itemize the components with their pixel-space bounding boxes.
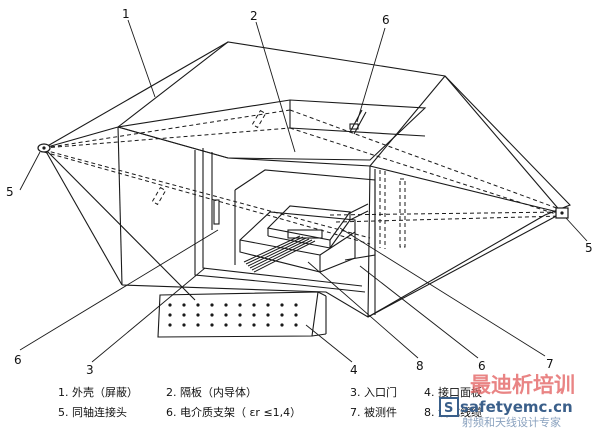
outer-shell bbox=[43, 41, 571, 318]
callout-5-right: 5 bbox=[585, 241, 593, 255]
hidden-lines bbox=[43, 109, 563, 249]
test-cables bbox=[243, 235, 316, 273]
inner-floor bbox=[234, 169, 376, 265]
callout-1: 1 bbox=[122, 7, 130, 21]
legend-item-1: 1. 外壳（屏蔽） bbox=[58, 385, 138, 399]
watermark-logo-icon bbox=[439, 397, 459, 417]
legend-item-4: 4. 接口面板 bbox=[424, 385, 482, 399]
callout-labels: 1 2 6 5 5 6 3 4 8 6 7 bbox=[6, 7, 593, 377]
watermark-url: safetyemc.cn bbox=[460, 398, 573, 416]
callout-6-bottom-left: 6 bbox=[14, 353, 22, 367]
legend-item-3: 3. 入口门 bbox=[350, 385, 397, 399]
dielectric-support bbox=[239, 211, 356, 273]
legend-item-6: 6. 电介质支架（ εr ≤1,4） bbox=[166, 406, 301, 419]
callout-2: 2 bbox=[250, 9, 258, 23]
callout-4: 4 bbox=[350, 363, 358, 377]
watermark-logo-letter-icon: S bbox=[444, 401, 453, 416]
callout-8: 8 bbox=[416, 359, 424, 373]
legend-item-5: 5. 同轴连接头 bbox=[58, 405, 127, 419]
watermark-title: 最迪析培训 bbox=[470, 373, 575, 397]
legend-item-2: 2. 隔板（内导体） bbox=[166, 385, 257, 399]
callout-3: 3 bbox=[86, 363, 94, 377]
legend: 1. 外壳（屏蔽） 2. 隔板（内导体） 3. 入口门 4. 接口面板 5. 同… bbox=[58, 385, 482, 419]
dielectric-post-top bbox=[349, 109, 367, 135]
legend-item-7: 7. 被测件 bbox=[350, 406, 397, 419]
callout-7: 7 bbox=[546, 357, 554, 371]
callout-6-bottom-right: 6 bbox=[478, 359, 486, 373]
device-under-test bbox=[266, 203, 369, 249]
watermark-subtitle: 射频和天线设计专家 bbox=[462, 415, 561, 429]
callout-5-left: 5 bbox=[6, 185, 14, 199]
leader-lines bbox=[19, 19, 588, 363]
coax-connectors bbox=[37, 143, 569, 219]
callout-6-top: 6 bbox=[382, 13, 390, 27]
septum-inner-conductor bbox=[117, 99, 427, 161]
watermark: 最迪析培训 S safetyemc.cn 射频和天线设计专家 bbox=[439, 373, 575, 429]
interface-connectors bbox=[168, 303, 298, 327]
entry-door bbox=[194, 148, 366, 293]
